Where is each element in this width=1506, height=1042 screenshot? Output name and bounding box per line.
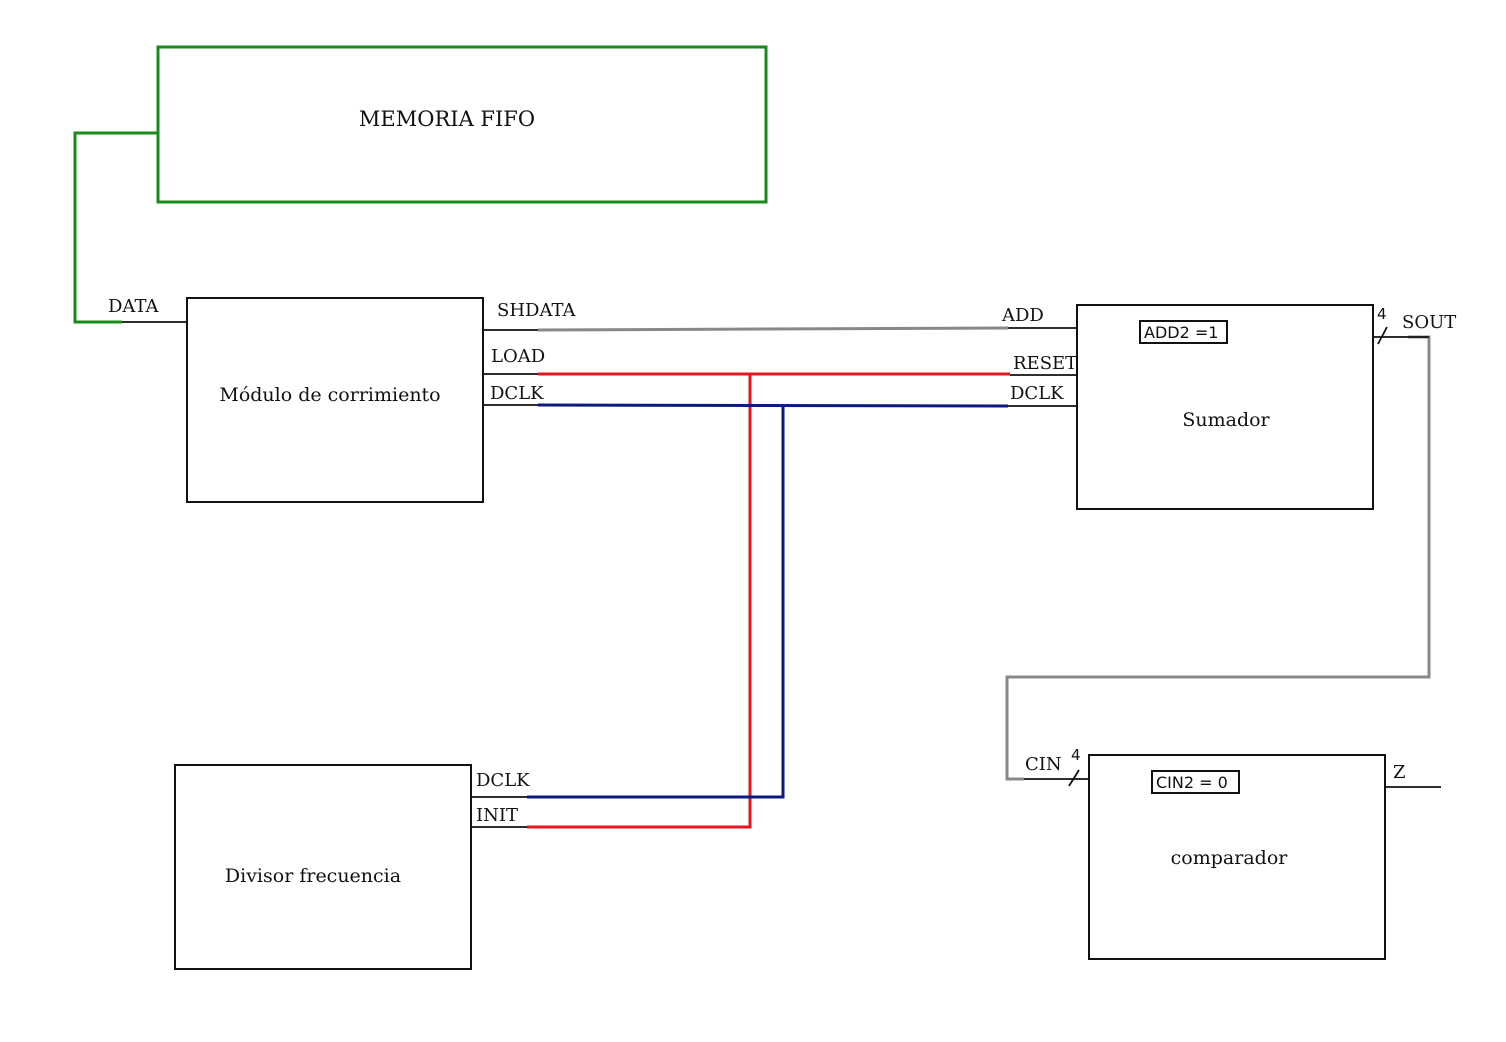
cin-label: CIN [1025, 754, 1062, 775]
divider-title: Divisor frecuencia [225, 865, 401, 887]
fifo-title: MEMORIA FIFO [359, 107, 535, 131]
fifo-data-wire [73, 131, 158, 324]
comparator-param: CIN2 = 0 [1156, 773, 1228, 792]
data-label: DATA [108, 296, 159, 317]
comparator-param-box [1151, 770, 1240, 794]
init-wire [527, 374, 752, 829]
dclk-shift-label: DCLK [490, 383, 544, 404]
dclk-shift-adder-wire [537, 403, 1009, 408]
dclk-divider-wire [527, 405, 785, 799]
sout-label: SOUT [1402, 312, 1456, 333]
fifo-block [156, 45, 768, 204]
adder-param-box [1139, 320, 1228, 344]
shift-module-block [186, 297, 484, 503]
z-label: Z [1393, 762, 1406, 783]
reset-label: RESET [1013, 353, 1077, 374]
sout-width-label: 4 [1377, 305, 1387, 323]
sout-bus-slash [1377, 326, 1388, 345]
adder-param: ADD2 =1 [1144, 323, 1218, 342]
cin-width-label: 4 [1071, 746, 1081, 764]
comparator-title: comparador [1171, 847, 1289, 869]
shdata-label: SHDATA [497, 300, 576, 321]
init-label: INIT [476, 805, 518, 826]
dclk-adder-label: DCLK [1010, 383, 1064, 404]
divider-block [174, 764, 472, 970]
shift-module-title: Módulo de corrimiento [219, 384, 440, 406]
cin-bus-slash [1068, 769, 1080, 787]
load-label: LOAD [491, 346, 545, 367]
adder-title: Sumador [1182, 409, 1270, 431]
dclk-div-label: DCLK [476, 770, 530, 791]
add-label: ADD [1001, 305, 1044, 326]
shdata-add-wire [537, 326, 1009, 332]
